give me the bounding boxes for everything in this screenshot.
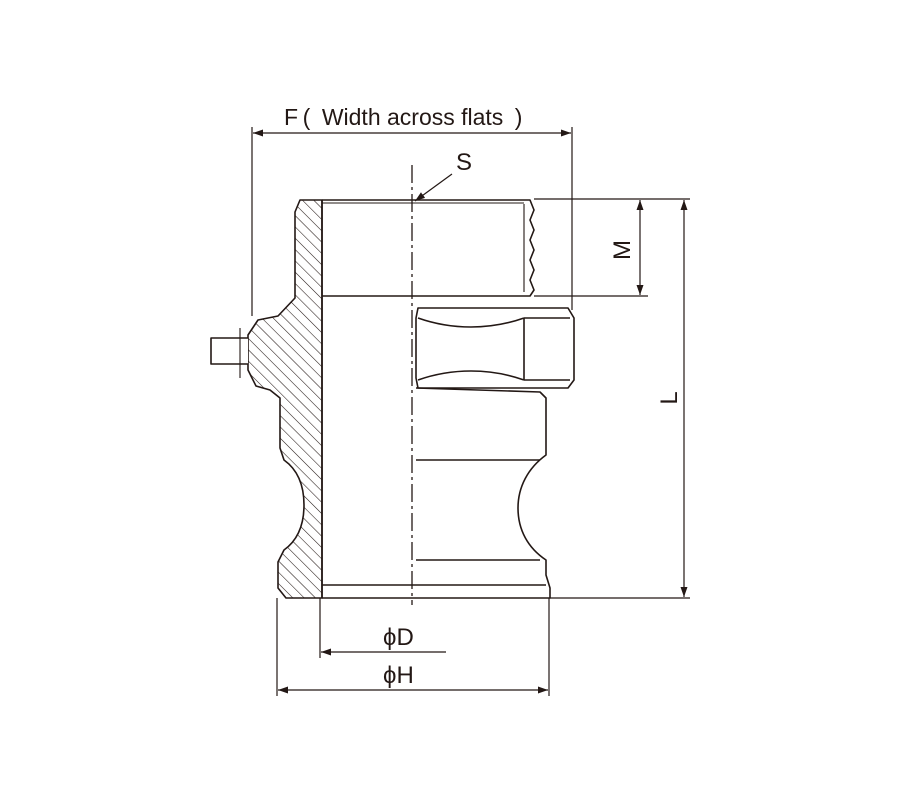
- hex-nut: [415, 307, 575, 389]
- hex-nut-face: [417, 317, 525, 381]
- label-d: ϕD: [383, 624, 414, 651]
- grip-stub: [210, 337, 248, 365]
- label-s: S: [456, 149, 472, 176]
- s-leader: [414, 173, 453, 202]
- label-m: M: [609, 240, 636, 260]
- label-width-across-flats: F ( Width across flats ): [284, 104, 522, 130]
- thread-section: [322, 199, 535, 297]
- hatched-section: [247, 199, 323, 599]
- body-upper: [322, 387, 551, 599]
- label-h: ϕH: [383, 662, 414, 689]
- label-l: L: [656, 391, 683, 404]
